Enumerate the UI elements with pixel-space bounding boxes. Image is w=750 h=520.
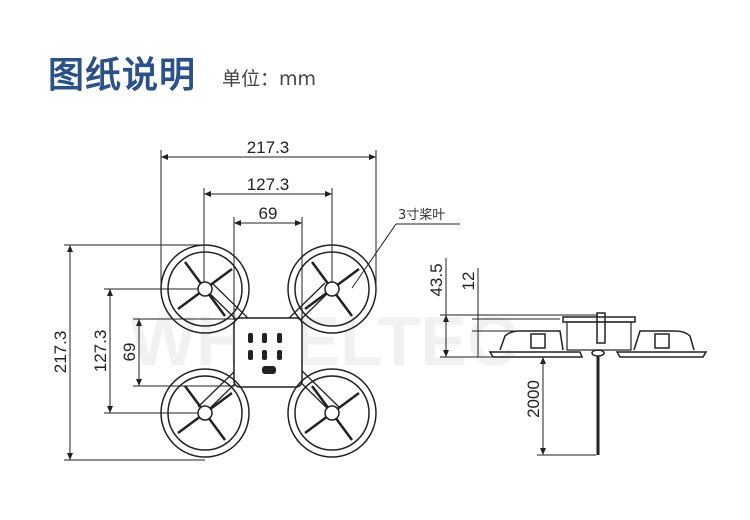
page-title: 图纸说明: [48, 55, 197, 96]
dim-motor-width: 127.3: [247, 175, 290, 194]
top-view: [64, 150, 377, 461]
dim-inner-width: 69: [259, 204, 278, 223]
propeller-callout: 3寸桨叶: [398, 207, 445, 223]
side-view: [440, 258, 708, 456]
rotor-bottom-left: [160, 368, 250, 458]
dim-plate-height: 12: [459, 272, 478, 291]
dim-inner-height: 69: [120, 343, 139, 362]
dim-total-height: 43.5: [427, 263, 446, 296]
rotor-top-left: [160, 244, 250, 334]
rotor-guards: [160, 244, 377, 458]
dim-motor-height: 127.3: [91, 330, 110, 373]
unit-label: 单位：mm: [222, 68, 317, 90]
dim-overall-width: 217.3: [247, 138, 290, 157]
watermark: WHEELTEC: [130, 302, 518, 380]
propeller-callout-leader: [351, 223, 460, 289]
center-plate: [233, 317, 303, 388]
dim-cable-length: 2000: [524, 380, 543, 418]
dim-overall-height: 217.3: [51, 331, 70, 374]
rotor-top-right: [287, 244, 377, 334]
rotor-bottom-right: [287, 368, 377, 458]
